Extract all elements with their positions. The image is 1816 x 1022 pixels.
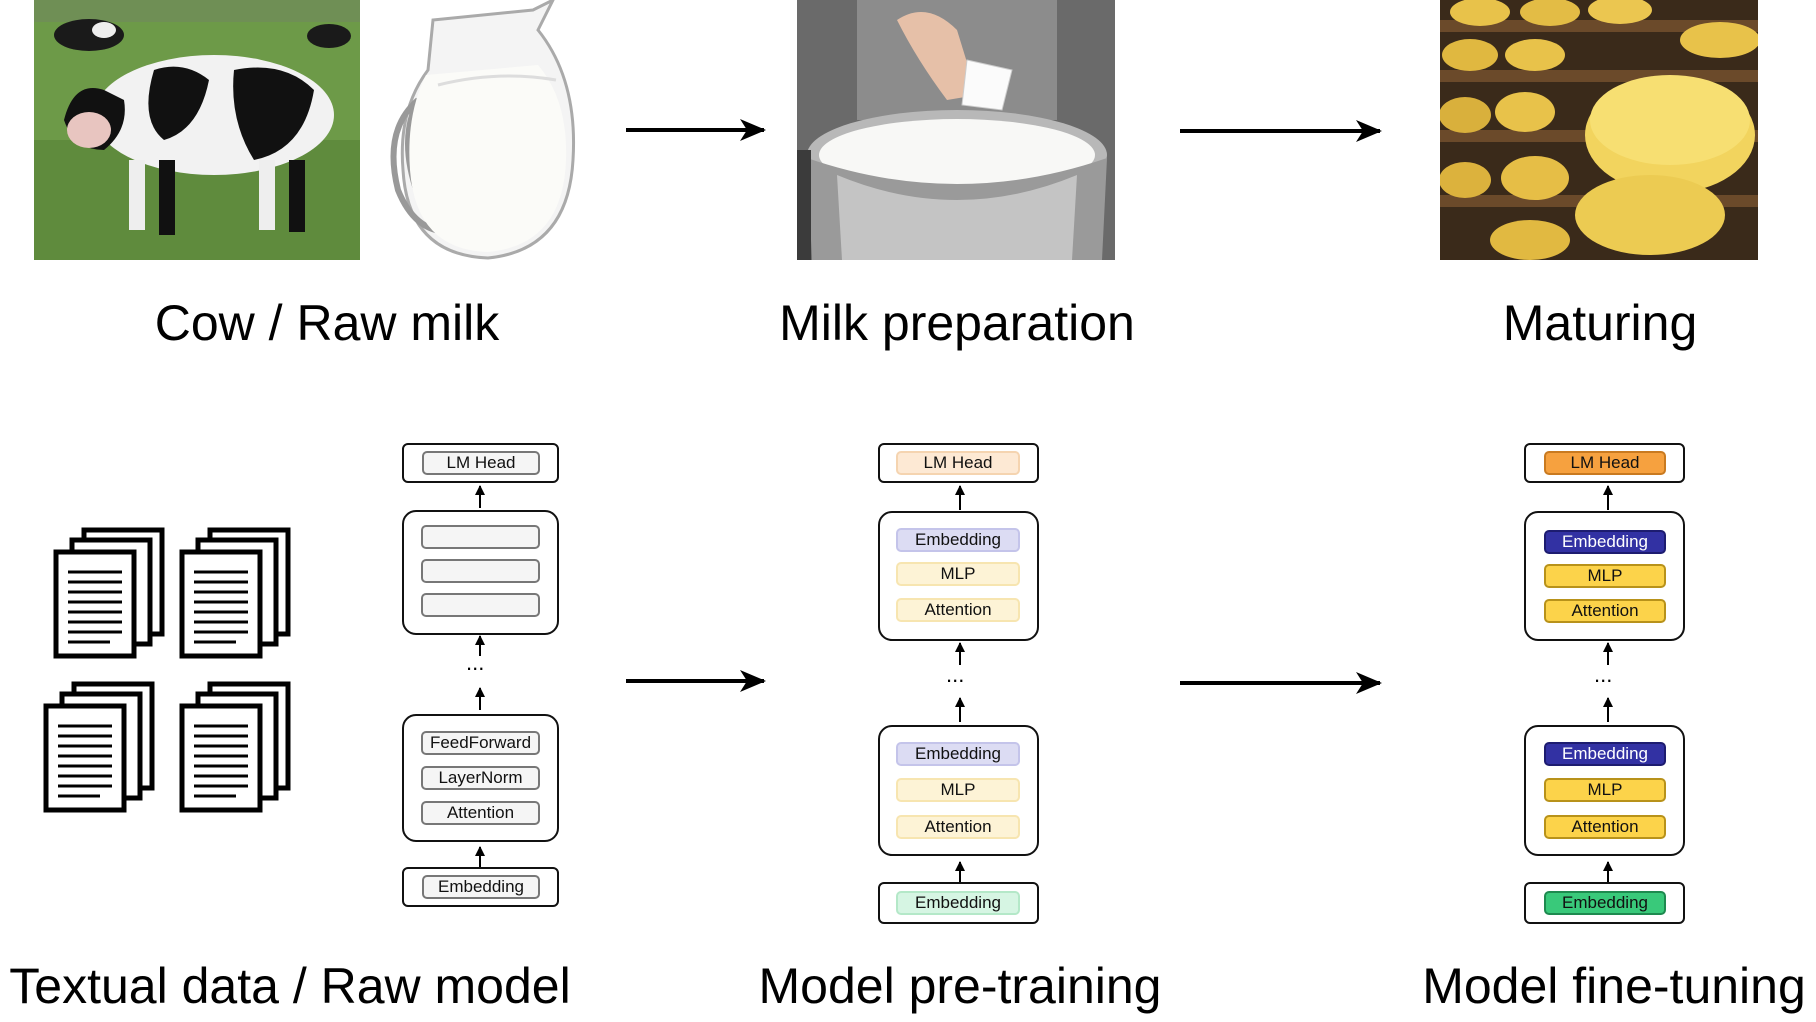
finetune-top-mlp: MLP (1544, 564, 1666, 588)
finetune-lm-head: LM Head (1544, 451, 1666, 475)
cheese-shelf-photo (1440, 0, 1758, 260)
finetune-embedding: Embedding (1544, 891, 1666, 915)
pretrain-ellipsis: ... (946, 662, 965, 687)
raw-empty-layer-3 (421, 593, 540, 617)
pretrain-top-attention: Attention (896, 598, 1020, 622)
documents-icon (43, 527, 291, 813)
finetune-ellipsis: ... (1594, 662, 1613, 687)
finetune-top-embedding: Embedding (1544, 530, 1666, 554)
pretrain-top-mlp: MLP (896, 562, 1020, 586)
caption-milk-preparation: Milk preparation (779, 295, 1135, 351)
pretrain-lm-head: LM Head (896, 451, 1020, 475)
raw-embedding: Embedding (422, 875, 540, 899)
milk-jug-photo (378, 0, 582, 260)
caption-textual-data-raw-model: Textual data / Raw model (9, 958, 571, 1014)
raw-lm-head: LM Head (422, 451, 540, 475)
pretrain-bottom-embedding: Embedding (896, 742, 1020, 766)
raw-empty-layer-2 (421, 559, 540, 583)
caption-maturing: Maturing (1502, 295, 1698, 351)
caption-cow-raw-milk: Cow / Raw milk (154, 295, 500, 351)
pretrain-embedding: Embedding (896, 891, 1020, 915)
finetune-bottom-attention: Attention (1544, 815, 1666, 839)
caption-model-pre-training: Model pre-training (758, 958, 1162, 1014)
pretrain-top-embedding: Embedding (896, 528, 1020, 552)
cow-photo (34, 0, 360, 260)
finetune-bottom-embedding: Embedding (1544, 742, 1666, 766)
caption-model-fine-tuning: Model fine-tuning (1422, 958, 1806, 1014)
raw-attention: Attention (421, 801, 540, 825)
finetune-bottom-mlp: MLP (1544, 778, 1666, 802)
raw-ellipsis: ... (466, 650, 485, 675)
finetune-top-attention: Attention (1544, 599, 1666, 623)
milk-pot-photo (797, 0, 1115, 260)
pretrain-bottom-attention: Attention (896, 815, 1020, 839)
raw-empty-layer-1 (421, 525, 540, 549)
raw-feedforward: FeedForward (421, 731, 540, 755)
pretrain-bottom-mlp: MLP (896, 778, 1020, 802)
raw-layernorm: LayerNorm (421, 766, 540, 790)
